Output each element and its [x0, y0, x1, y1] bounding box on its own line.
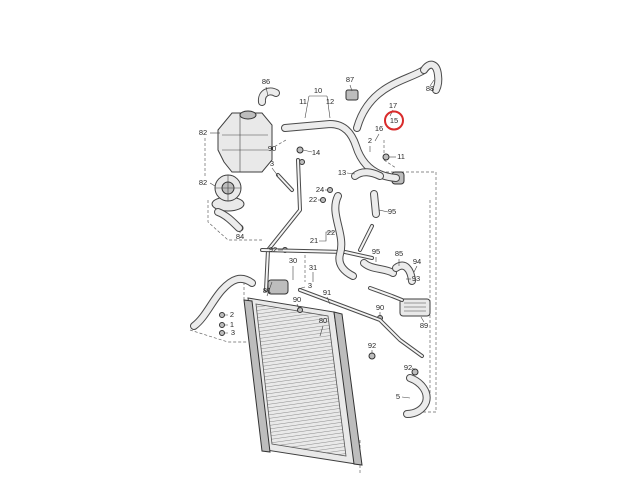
- callout-label: 92: [269, 245, 277, 254]
- oil-cooler: [399, 298, 431, 317]
- callout-label: 11: [299, 97, 307, 106]
- callout-label: 14: [312, 148, 320, 157]
- callout-label: 95: [372, 247, 380, 256]
- callout-label: 2: [368, 136, 372, 145]
- callout-label: 10: [314, 86, 322, 95]
- callout-label: 21: [310, 236, 318, 245]
- callout-label: 3: [231, 328, 235, 337]
- callout-label: 85: [395, 249, 403, 258]
- coolant-pump: [211, 174, 245, 212]
- callout-label: 90: [268, 144, 276, 153]
- callout-label: 22: [327, 228, 335, 237]
- callout-label: 82: [199, 128, 207, 137]
- callout-label: 93: [412, 274, 420, 283]
- expansion-tank: [217, 110, 273, 173]
- callout-label-highlighted: 15: [390, 116, 398, 125]
- callout-label: 2: [230, 310, 234, 319]
- callout-label: 11: [397, 152, 405, 161]
- leader-lines: [209, 79, 435, 399]
- callout-label: 24: [316, 185, 324, 194]
- callout-label: 1: [230, 320, 234, 329]
- callout-label: 95: [388, 207, 396, 216]
- callout-label: 94: [413, 257, 421, 266]
- radiator: [243, 297, 363, 466]
- callout-label: 3: [270, 159, 274, 168]
- callout-label: 30: [289, 256, 297, 265]
- callout-label: 80: [319, 316, 327, 325]
- callout-label: 90: [293, 295, 301, 304]
- highlight-ring: [384, 110, 404, 131]
- callout-label: 92: [404, 363, 412, 372]
- connectors-and-clips: [219, 89, 419, 376]
- callout-label: 3: [308, 281, 312, 290]
- callout-label: 81: [263, 286, 271, 295]
- callout-label: 90: [376, 303, 384, 312]
- callout-label: 17: [389, 101, 397, 110]
- callout-label: 86: [262, 77, 270, 86]
- callout-label: 91: [323, 288, 331, 297]
- callout-label: 12: [326, 97, 334, 106]
- callout-label: 22: [309, 195, 317, 204]
- callout-label: 92: [368, 341, 376, 350]
- callout-label: 13: [338, 168, 346, 177]
- callout-label: 82: [199, 178, 207, 187]
- callout-label: 84: [236, 232, 244, 241]
- callout-label: 87: [346, 75, 354, 84]
- callout-label: 31: [309, 263, 317, 272]
- callout-label: 5: [396, 392, 400, 401]
- callout-label: 89: [420, 321, 428, 330]
- callout-label: 16: [375, 124, 383, 133]
- callout-label: 88: [426, 84, 434, 93]
